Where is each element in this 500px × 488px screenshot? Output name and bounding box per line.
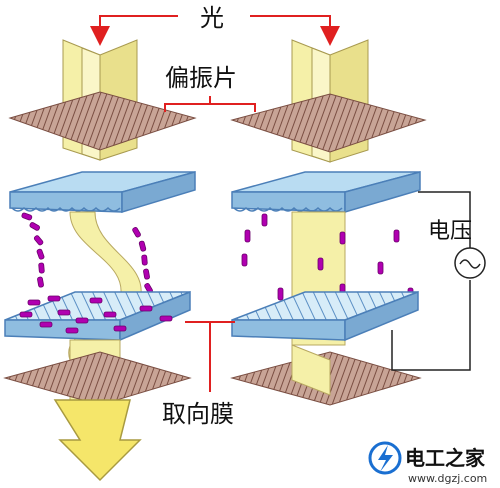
left-bottom-molecules xyxy=(19,295,173,334)
watermark-url: www.dgzj.com xyxy=(408,472,487,485)
right-light-stub xyxy=(291,344,331,396)
watermark-name: 电工之家 xyxy=(405,446,486,470)
left-top-glass-plate xyxy=(9,171,196,214)
right-top-glass-plate xyxy=(231,171,421,214)
polarizer-label: 偏振片 xyxy=(165,64,237,92)
voltage-label: 电压 xyxy=(428,219,472,244)
left-output-light-arrow xyxy=(53,399,142,482)
left-top-polarizer xyxy=(8,91,197,151)
right-stack xyxy=(230,39,427,406)
right-bottom-alignment-plate xyxy=(231,290,419,342)
site-watermark: 电工之家 www.dgzj.com xyxy=(368,441,487,485)
left-bottom-polarizer xyxy=(3,351,192,406)
voltage-circuit xyxy=(391,191,486,371)
left-bottom-alignment-plate xyxy=(4,290,191,342)
right-top-polarizer xyxy=(230,93,427,153)
polarizer-leader xyxy=(164,96,256,112)
alignment-leader xyxy=(185,321,235,392)
left-stack xyxy=(3,39,197,482)
alignment-film-label: 取向膜 xyxy=(162,400,234,428)
light-arrows xyxy=(90,15,340,46)
light-label: 光 xyxy=(200,4,224,32)
